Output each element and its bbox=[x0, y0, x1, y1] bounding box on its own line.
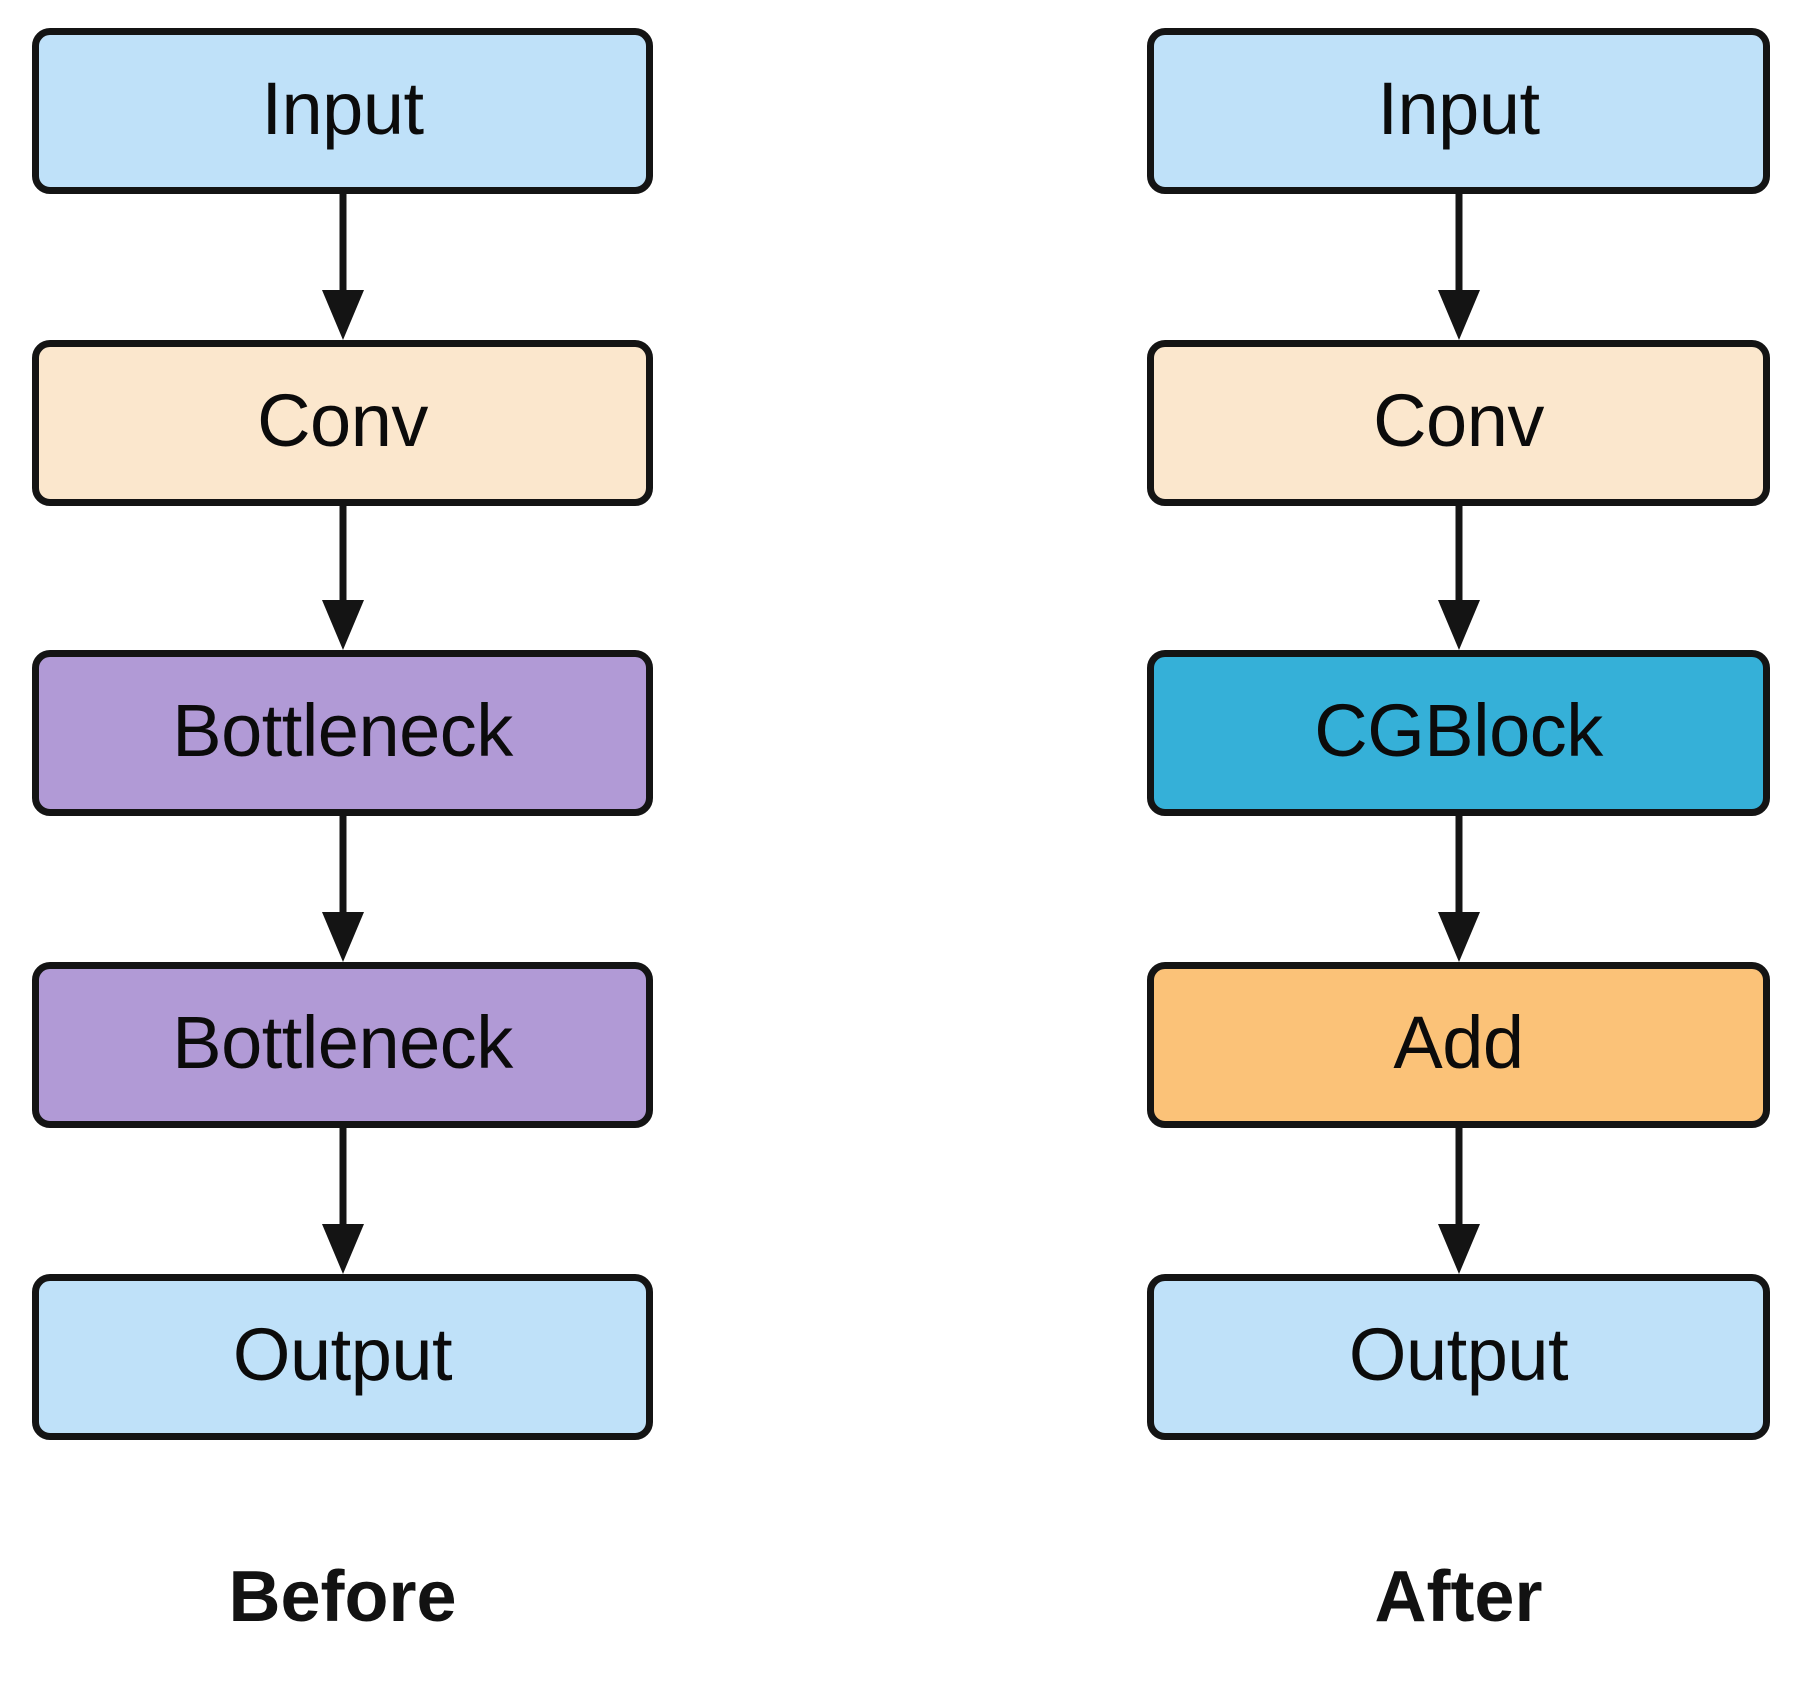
arrow-after-conv-to-cgblock bbox=[1429, 506, 1489, 650]
arrow-before-bottleneck1-to-bottleneck2 bbox=[313, 816, 373, 962]
caption-after: After bbox=[1374, 1557, 1543, 1637]
arrow-after-cgblock-to-add bbox=[1429, 816, 1489, 962]
pipeline-after: Input Conv CGBlock A bbox=[1147, 0, 1770, 1684]
node-after-output[interactable]: Output bbox=[1147, 1274, 1770, 1440]
node-label: Output bbox=[232, 1313, 453, 1396]
node-label: Conv bbox=[1373, 379, 1544, 462]
node-before-input[interactable]: Input bbox=[32, 28, 653, 194]
node-before-bottleneck-2[interactable]: Bottleneck bbox=[32, 962, 653, 1128]
node-after-add[interactable]: Add bbox=[1147, 962, 1770, 1128]
arrow-before-input-to-conv bbox=[313, 194, 373, 340]
node-before-conv[interactable]: Conv bbox=[32, 340, 653, 506]
node-label: CGBlock bbox=[1314, 689, 1603, 772]
node-after-cgblock[interactable]: CGBlock bbox=[1147, 650, 1770, 816]
node-label: Bottleneck bbox=[172, 689, 513, 772]
node-before-bottleneck-1[interactable]: Bottleneck bbox=[32, 650, 653, 816]
node-after-conv[interactable]: Conv bbox=[1147, 340, 1770, 506]
arrow-before-conv-to-bottleneck1 bbox=[313, 506, 373, 650]
node-label: Bottleneck bbox=[172, 1001, 513, 1084]
arrow-before-bottleneck2-to-output bbox=[313, 1128, 373, 1274]
node-label: Input bbox=[261, 67, 424, 150]
node-label: Input bbox=[1377, 67, 1540, 150]
caption-before: Before bbox=[228, 1557, 457, 1637]
pipeline-before: Input Conv Bottleneck bbox=[32, 0, 653, 1684]
node-label: Output bbox=[1348, 1313, 1569, 1396]
node-before-output[interactable]: Output bbox=[32, 1274, 653, 1440]
arrow-after-add-to-output bbox=[1429, 1128, 1489, 1274]
node-label: Add bbox=[1393, 1001, 1524, 1084]
arrow-after-input-to-conv bbox=[1429, 194, 1489, 340]
node-label: Conv bbox=[257, 379, 428, 462]
node-after-input[interactable]: Input bbox=[1147, 28, 1770, 194]
